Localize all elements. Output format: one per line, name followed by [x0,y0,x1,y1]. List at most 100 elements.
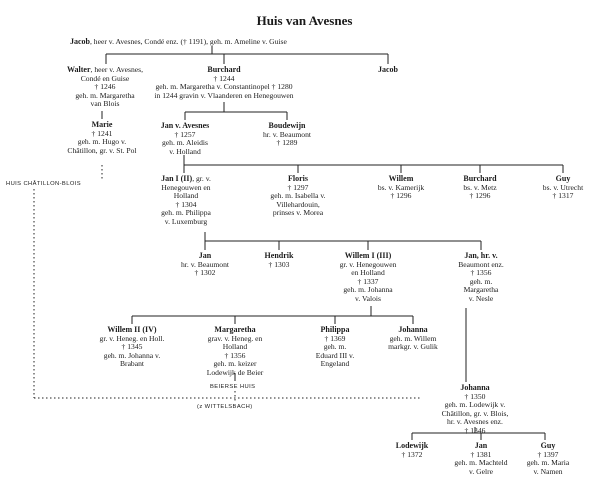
person-name: Guy [540,441,556,450]
person-detail: geh. m. Willem [389,333,437,343]
person-jan-i: Jan I (II), gr. v. Henegouwen en Holland… [146,174,226,227]
person-johanna-1350: Johanna † 1350 geh. m. Lodewijk v. Châti… [414,383,536,436]
person-detail: grav. v. Heneg. en [207,333,263,343]
person-detail: v. Luxemburg [164,216,208,226]
person-detail: † 1346 [464,425,486,435]
person-boudewijn: Boudewijn hr. v. Beaumont † 1289 [247,121,327,148]
person-detail: geh. m. Margaretha [75,90,135,100]
person-detail: prinses v. Morea [272,208,324,218]
person-jan-hr-beaumont: Jan, hr. v. Beaumont enz. † 1356 geh. m.… [438,251,524,304]
person-detail: † 1372 [401,449,423,459]
person-detail: † 1241 [91,128,113,138]
person-jacob-2: Jacob [368,65,408,75]
person-detail: † 1302 [194,268,216,278]
person-hendrik: Hendrik † 1303 [254,251,304,269]
person-name: Willem II (IV) [107,325,157,334]
person-detail: hr. v. Beaumont [262,129,312,139]
person-name: Jan [198,251,212,260]
person-detail: geh. m. Isabella v. [270,191,326,201]
person-burchard-metz: Burchard bs. v. Metz † 1296 [450,174,510,201]
person-detail: Villehardouin, [276,199,320,209]
person-detail: † 1244 [213,73,235,83]
person-detail: † 1297 [287,182,309,192]
person-jan-gelre: Jan † 1381 geh. m. Machteld v. Gelre [446,441,516,476]
person-detail: † 1257 [174,129,196,139]
person-detail: geh. m. Aleidis [162,138,208,148]
person-detail: v. Valois [355,293,381,303]
person-detail: † 1303 [268,259,290,269]
person-detail: hr. v. Beaumont [180,259,230,269]
person-detail: Engeland [320,359,350,369]
person-detail: Margaretha [463,285,499,295]
person-jan-beaumont: Jan hr. v. Beaumont † 1302 [168,251,242,278]
house-label-chatillon-blois: HUIS CHÂTILLON-BLOIS [6,181,82,187]
person-name: Lodewijk [395,441,429,450]
person-detail: geh. m. Maria [526,458,570,468]
person-philippa: Philippa † 1369 geh. m. Eduard III v. En… [303,325,367,369]
person-detail: † 1350 [464,391,486,401]
person-name: Burchard [463,174,497,183]
person-detail: v. Holland [169,146,201,156]
person-name: Johanna [460,383,490,392]
person-name: Walter [66,65,91,74]
person-detail: Henegouwen en [161,182,211,192]
person-detail: † 1317 [552,191,574,201]
person-detail: Condé en Guise [80,73,130,83]
person-detail: v. Nesle [468,293,494,303]
person-guy-utrecht: Guy bs. v. Utrecht † 1317 [528,174,598,201]
person-detail: bs. v. Kamerijk [377,182,425,192]
person-detail: gr. v. Henegouwen [339,259,397,269]
person-detail: Brabant [119,359,145,369]
person-detail: heer v. Avesnes, Condé enz. († 1191), ge… [93,37,287,46]
person-detail: † 1381 [470,449,492,459]
person-detail: Beaumont enz. [458,259,504,269]
person-detail: geh. m. [469,276,493,286]
person-name: Jan v. Avesnes [160,121,210,130]
person-name: Johanna [398,325,428,334]
person-willem-ii: Willem II (IV) gr. v. Heneg. en Holl. † … [76,325,188,369]
person-detail: † 1369 [324,333,346,343]
person-name: Floris [288,174,308,183]
person-detail: geh. m. Philippa [161,208,211,218]
person-name: Jan I (II) [161,174,193,183]
person-detail: geh. m. [323,342,347,352]
person-detail: heer v. Avesnes, [94,65,144,74]
person-name: Jacob [378,65,398,74]
person-name: Burchard [207,65,241,74]
person-detail: geh. m. Margaretha v. Constantinopel † 1… [155,82,293,92]
person-name: Jacob [70,37,90,46]
person-detail: en Holland [351,268,385,278]
person-detail: geh. m. Lodewijk v. [444,400,506,410]
house-label-wittelsbach: (z WITTELSBACH) [197,404,253,410]
person-detail: bs. v. Metz [463,182,497,192]
person-detail: in 1244 gravin v. Vlaanderen en Henegouw… [154,90,294,100]
person-name: Marie [91,120,113,129]
person-detail: † 1304 [175,199,197,209]
person-detail: † 1296 [469,191,491,201]
person-detail: geh. m. Hugo v. [77,137,127,147]
person-guy-namen: Guy † 1397 geh. m. Maria v. Namen [518,441,578,476]
person-detail: markgr. v. Gulik [388,342,438,352]
person-name: Jan, hr. v. [464,251,498,260]
person-detail: v. Namen [533,466,563,476]
person-detail: van Blois [90,99,120,109]
person-name: Willem [388,174,414,183]
person-name: Margaretha [214,325,256,334]
diagram-title: Huis van Avesnes [256,13,353,28]
person-detail: geh. m. Johanna [343,285,393,295]
person-name: Boudewijn [268,121,306,130]
person-name: Philippa [320,325,350,334]
person-walter: Walter, heer v. Avesnes, Condé en Guise … [30,65,180,109]
person-detail: † 1337 [357,276,379,286]
person-detail: Châtillon, gr. v. Blois, [441,408,509,418]
person-johanna-gulik: Johanna geh. m. Willem markgr. v. Gulik [374,325,452,352]
person-floris: Floris † 1297 geh. m. Isabella v. Villeh… [248,174,348,218]
person-willem-kamerijk: Willem bs. v. Kamerijk † 1296 [366,174,436,201]
person-marie: Marie † 1241 geh. m. Hugo v. Châtillon, … [42,120,162,155]
person-detail: † 1397 [537,449,559,459]
person-detail: Lodewijk de Beier [206,367,264,377]
person-name: Hendrik [264,251,294,260]
person-detail: hr. v. Avesnes enz. [447,417,503,427]
